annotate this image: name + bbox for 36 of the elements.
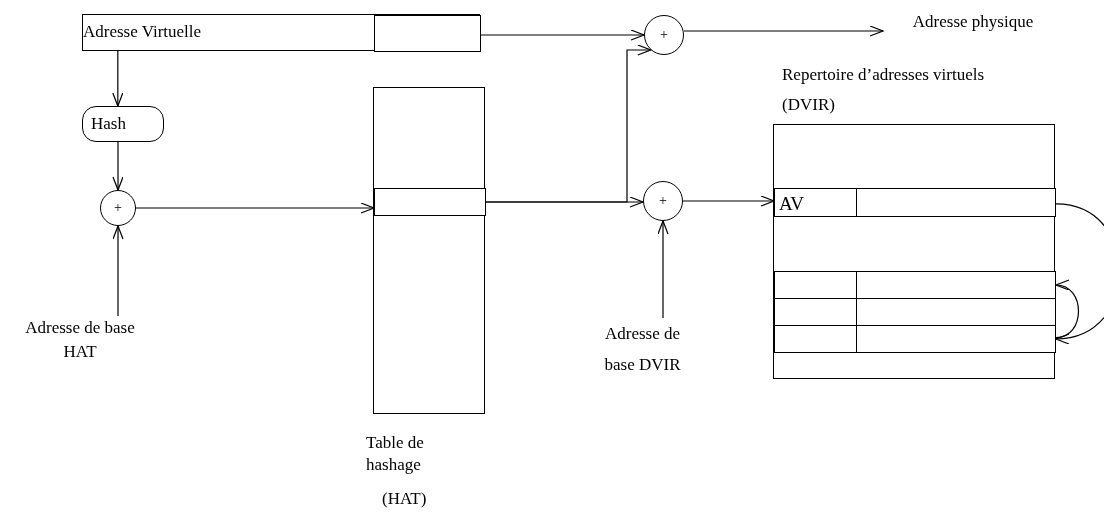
register-label: Adresse Virtuelle — [83, 22, 202, 41]
table-row — [374, 188, 486, 216]
output-label: Adresse physique — [883, 10, 1063, 38]
table-caption: (HAT) — [382, 488, 428, 510]
arrow — [657, 220, 669, 319]
plus-sign: + — [659, 194, 667, 208]
offset-field — [374, 15, 481, 52]
plus-sign: + — [660, 28, 668, 42]
hash-box — [82, 106, 164, 142]
cell-label: AV — [775, 189, 857, 216]
adder-circle — [100, 190, 136, 226]
arrow — [112, 141, 124, 191]
arrow — [682, 195, 775, 207]
adder-circle — [644, 15, 684, 55]
arrow — [683, 25, 884, 37]
arrow — [480, 29, 645, 41]
input-label: Adresse de base HAT — [10, 316, 150, 368]
register-box — [82, 14, 480, 51]
table-row — [774, 271, 1056, 299]
table-row — [774, 298, 1056, 326]
adder-circle — [643, 181, 683, 221]
directory-table — [773, 124, 1055, 379]
arrow — [112, 225, 124, 317]
arrow — [135, 202, 375, 214]
table-caption: Repertoire d’adresses virtuels (DVIR) — [782, 64, 986, 116]
input-label: Adresse de base DVIR — [590, 318, 695, 384]
arrow — [485, 44, 652, 203]
hash-table — [373, 87, 485, 414]
hash-label: Hash — [91, 114, 126, 133]
arrow — [112, 50, 124, 107]
table-row — [774, 188, 1056, 217]
table-caption: Table de hashage — [366, 432, 425, 476]
arrow — [1055, 203, 1104, 343]
arrow — [1055, 281, 1080, 339]
table-row — [774, 325, 1056, 353]
plus-sign: + — [114, 201, 122, 215]
